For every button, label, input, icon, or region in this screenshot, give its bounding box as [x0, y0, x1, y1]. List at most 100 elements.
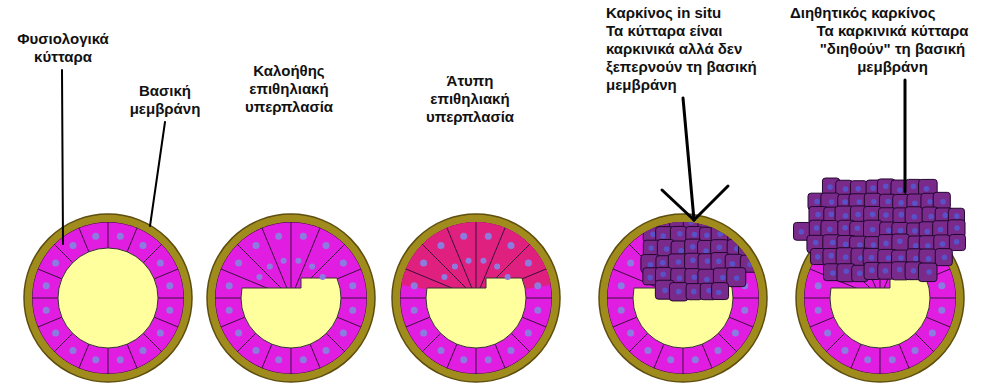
nucleus — [295, 258, 301, 264]
membrane-label: Βασική μεμβράνη — [112, 82, 218, 118]
nucleus — [618, 282, 625, 289]
nucleus — [235, 259, 242, 266]
nucleus — [647, 275, 653, 281]
nucleus — [677, 231, 683, 237]
epithelium — [599, 210, 767, 382]
nucleus — [744, 246, 750, 252]
lumen — [426, 248, 526, 348]
nucleus — [157, 259, 164, 266]
nucleus — [692, 232, 698, 238]
nucleus — [627, 330, 634, 337]
nucleus — [829, 199, 835, 205]
nucleus — [715, 347, 722, 354]
nucleus — [799, 229, 805, 235]
nucleus — [300, 356, 307, 363]
epithelium — [392, 214, 560, 382]
nucleus — [275, 356, 282, 363]
nucleus — [718, 231, 724, 237]
nucleus — [349, 282, 356, 289]
nucleus — [843, 213, 849, 219]
nucleus — [691, 289, 697, 295]
nucleus — [898, 228, 904, 234]
nucleus — [883, 268, 889, 274]
stage-label: Άτυπη επιθηλιακή υπερπλασία — [410, 72, 530, 126]
stage-label: Καλοήθης επιθηλιακή υπερπλασία — [222, 62, 356, 116]
nucleus — [92, 356, 99, 363]
nucleus — [925, 243, 931, 249]
nucleus — [420, 330, 427, 337]
nucleus — [508, 242, 515, 249]
nucleus — [437, 242, 444, 249]
nucleus — [928, 214, 934, 220]
cell-border — [291, 214, 292, 298]
nucleus — [437, 347, 444, 354]
nucleus — [830, 270, 836, 276]
nucleus — [843, 254, 849, 260]
nucleus — [870, 227, 876, 233]
nucleus — [420, 259, 427, 266]
nucleus — [815, 254, 821, 260]
nucleus — [898, 200, 904, 206]
basement-membrane — [796, 214, 964, 382]
nucleus — [92, 233, 99, 240]
nucleus — [704, 219, 710, 225]
nucleus — [320, 274, 326, 280]
nucleus — [411, 307, 418, 314]
nucleus — [252, 347, 259, 354]
nucleus — [676, 289, 682, 295]
cell-border — [444, 220, 476, 298]
nucleus — [827, 184, 833, 190]
nucleus — [667, 356, 674, 363]
nucleus — [815, 282, 822, 289]
lumen — [830, 248, 930, 348]
nucleus — [954, 239, 960, 245]
stage-note: Τα καρκινικά κύτταρα "διηθούν" τη βασική… — [800, 22, 985, 76]
stage-heading: Καρκίνος in situ — [606, 4, 776, 22]
nucleus — [52, 259, 59, 266]
nucleus — [650, 231, 656, 237]
nucleus — [649, 245, 655, 251]
duct-figure — [24, 214, 192, 382]
nucleus — [926, 256, 932, 262]
nucleus — [734, 275, 740, 281]
nucleus — [716, 258, 722, 264]
cancer-cell — [949, 234, 965, 250]
nucleus — [275, 233, 282, 240]
nucleus — [43, 307, 50, 314]
nucleus — [824, 330, 831, 337]
nucleus — [281, 258, 287, 264]
nucleus — [508, 347, 515, 354]
cancer-cell — [727, 214, 744, 231]
nucleus — [705, 258, 711, 264]
nucleus — [706, 288, 712, 294]
nucleus — [843, 269, 849, 275]
nucleus — [883, 212, 889, 218]
nucleus — [815, 212, 821, 218]
nucleus — [661, 218, 667, 224]
nucleus — [857, 242, 863, 248]
nucleus — [460, 233, 467, 240]
nucleus — [662, 287, 668, 293]
nucleus — [618, 307, 625, 314]
nucleus — [166, 282, 173, 289]
nucleus — [870, 212, 876, 218]
nucleus — [525, 259, 532, 266]
nucleus — [691, 274, 697, 280]
lumen — [241, 248, 341, 348]
cell-border — [259, 220, 291, 298]
cancer-cell — [918, 263, 937, 282]
epithelium — [24, 214, 192, 382]
nucleus — [897, 238, 903, 244]
nucleus — [690, 258, 696, 264]
cancer-cell — [712, 283, 729, 300]
nucleus — [747, 262, 753, 268]
nucleus — [534, 282, 541, 289]
nucleus — [841, 347, 848, 354]
nucleus — [452, 263, 458, 269]
nucleus — [267, 263, 273, 269]
nucleus — [140, 242, 147, 249]
nucleus — [703, 248, 709, 254]
cancer-cell — [670, 283, 688, 301]
nucleus — [927, 199, 933, 205]
